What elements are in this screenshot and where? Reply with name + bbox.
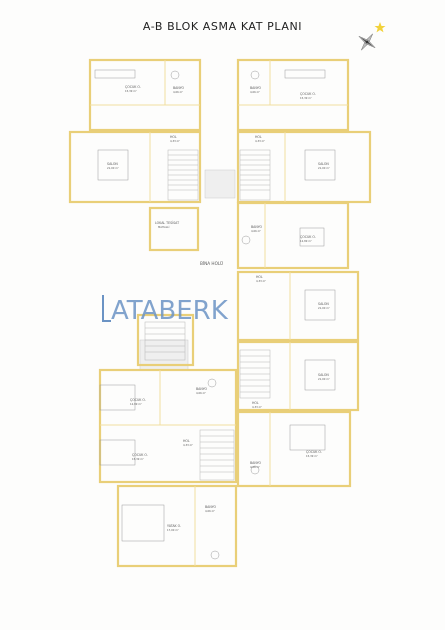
room-area: 15,39 m² bbox=[306, 454, 318, 458]
room-area: 4,33 m² bbox=[256, 279, 266, 283]
room-area: 4,06 m² bbox=[173, 90, 183, 94]
room-name: ÇOCUK O. bbox=[130, 398, 146, 402]
inner-walls bbox=[90, 60, 348, 566]
room-name: SALON bbox=[318, 373, 329, 377]
room-name: BANYO bbox=[205, 505, 217, 509]
outer-walls bbox=[68, 58, 372, 568]
room-name: ÇOCUK O. bbox=[300, 235, 316, 239]
room-area: 4,33 m² bbox=[252, 405, 262, 409]
room-name: BANYO bbox=[251, 225, 263, 229]
room-area: 21,00 m² bbox=[318, 377, 330, 381]
room-labels: ÇOCUK O. 15,39 m² BANYO 4,06 m² BANYO 4,… bbox=[107, 85, 330, 532]
room-area: 4,33 m² bbox=[183, 443, 193, 447]
room-name: HOL bbox=[255, 135, 262, 139]
watermark-bracket-icon bbox=[102, 295, 111, 322]
room-name: BANYO bbox=[250, 86, 262, 90]
room-name: HOL bbox=[170, 135, 177, 139]
room-name: BANYO bbox=[196, 387, 208, 391]
room-area: 4,33 m² bbox=[255, 139, 265, 143]
room-name: LOKAL TESİSAT bbox=[155, 220, 179, 225]
room-name: ÇOCUK O. bbox=[125, 85, 141, 89]
room-name: SALON bbox=[107, 162, 118, 166]
room-area: 4,33 m² bbox=[170, 139, 180, 143]
room-area: 15,39 m² bbox=[300, 96, 312, 100]
room-name: BANYO bbox=[173, 86, 185, 90]
watermark-text: ATABERK bbox=[111, 296, 229, 326]
star-icon bbox=[374, 22, 386, 33]
room-name: BANYO bbox=[250, 461, 262, 465]
room-area: 21,00 m² bbox=[107, 166, 119, 170]
room-area: MAHALLİ bbox=[158, 224, 170, 229]
room-name: HOL bbox=[252, 401, 259, 405]
plan-title: A-B BLOK ASMA KAT PLANI bbox=[142, 20, 303, 33]
furniture bbox=[94, 69, 336, 560]
room-area: 4,06 m² bbox=[250, 465, 260, 469]
room-name: BİNA HOLÜ bbox=[200, 261, 223, 266]
room-name: HOL bbox=[183, 439, 190, 443]
room-area: 4,06 m² bbox=[250, 90, 260, 94]
room-name: SALON bbox=[318, 302, 329, 306]
room-area: 15,39 m² bbox=[132, 457, 144, 461]
room-area: 17,00 m² bbox=[167, 528, 179, 532]
room-area: 4,06 m² bbox=[196, 391, 206, 395]
room-area: 4,06 m² bbox=[251, 229, 261, 233]
stairs bbox=[144, 149, 271, 481]
room-name: ÇOCUK O. bbox=[306, 450, 322, 454]
room-area: 12,89 m² bbox=[300, 239, 312, 243]
room-name: YATAK O. bbox=[167, 524, 181, 528]
room-area: 21,00 m² bbox=[318, 306, 330, 310]
room-area: 15,39 m² bbox=[125, 89, 137, 93]
room-name: SALON bbox=[318, 162, 329, 166]
north-arrow-icon bbox=[358, 22, 386, 51]
room-area: 4,06 m² bbox=[205, 509, 215, 513]
room-name: ÇOCUK O. bbox=[300, 92, 316, 96]
room-name: HOL bbox=[256, 275, 263, 279]
room-area: 21,00 m² bbox=[318, 166, 330, 170]
room-area: 12,89 m² bbox=[130, 402, 142, 406]
room-name: ÇOCUK O. bbox=[132, 453, 148, 457]
ataberk-watermark: ATABERK bbox=[102, 295, 229, 326]
